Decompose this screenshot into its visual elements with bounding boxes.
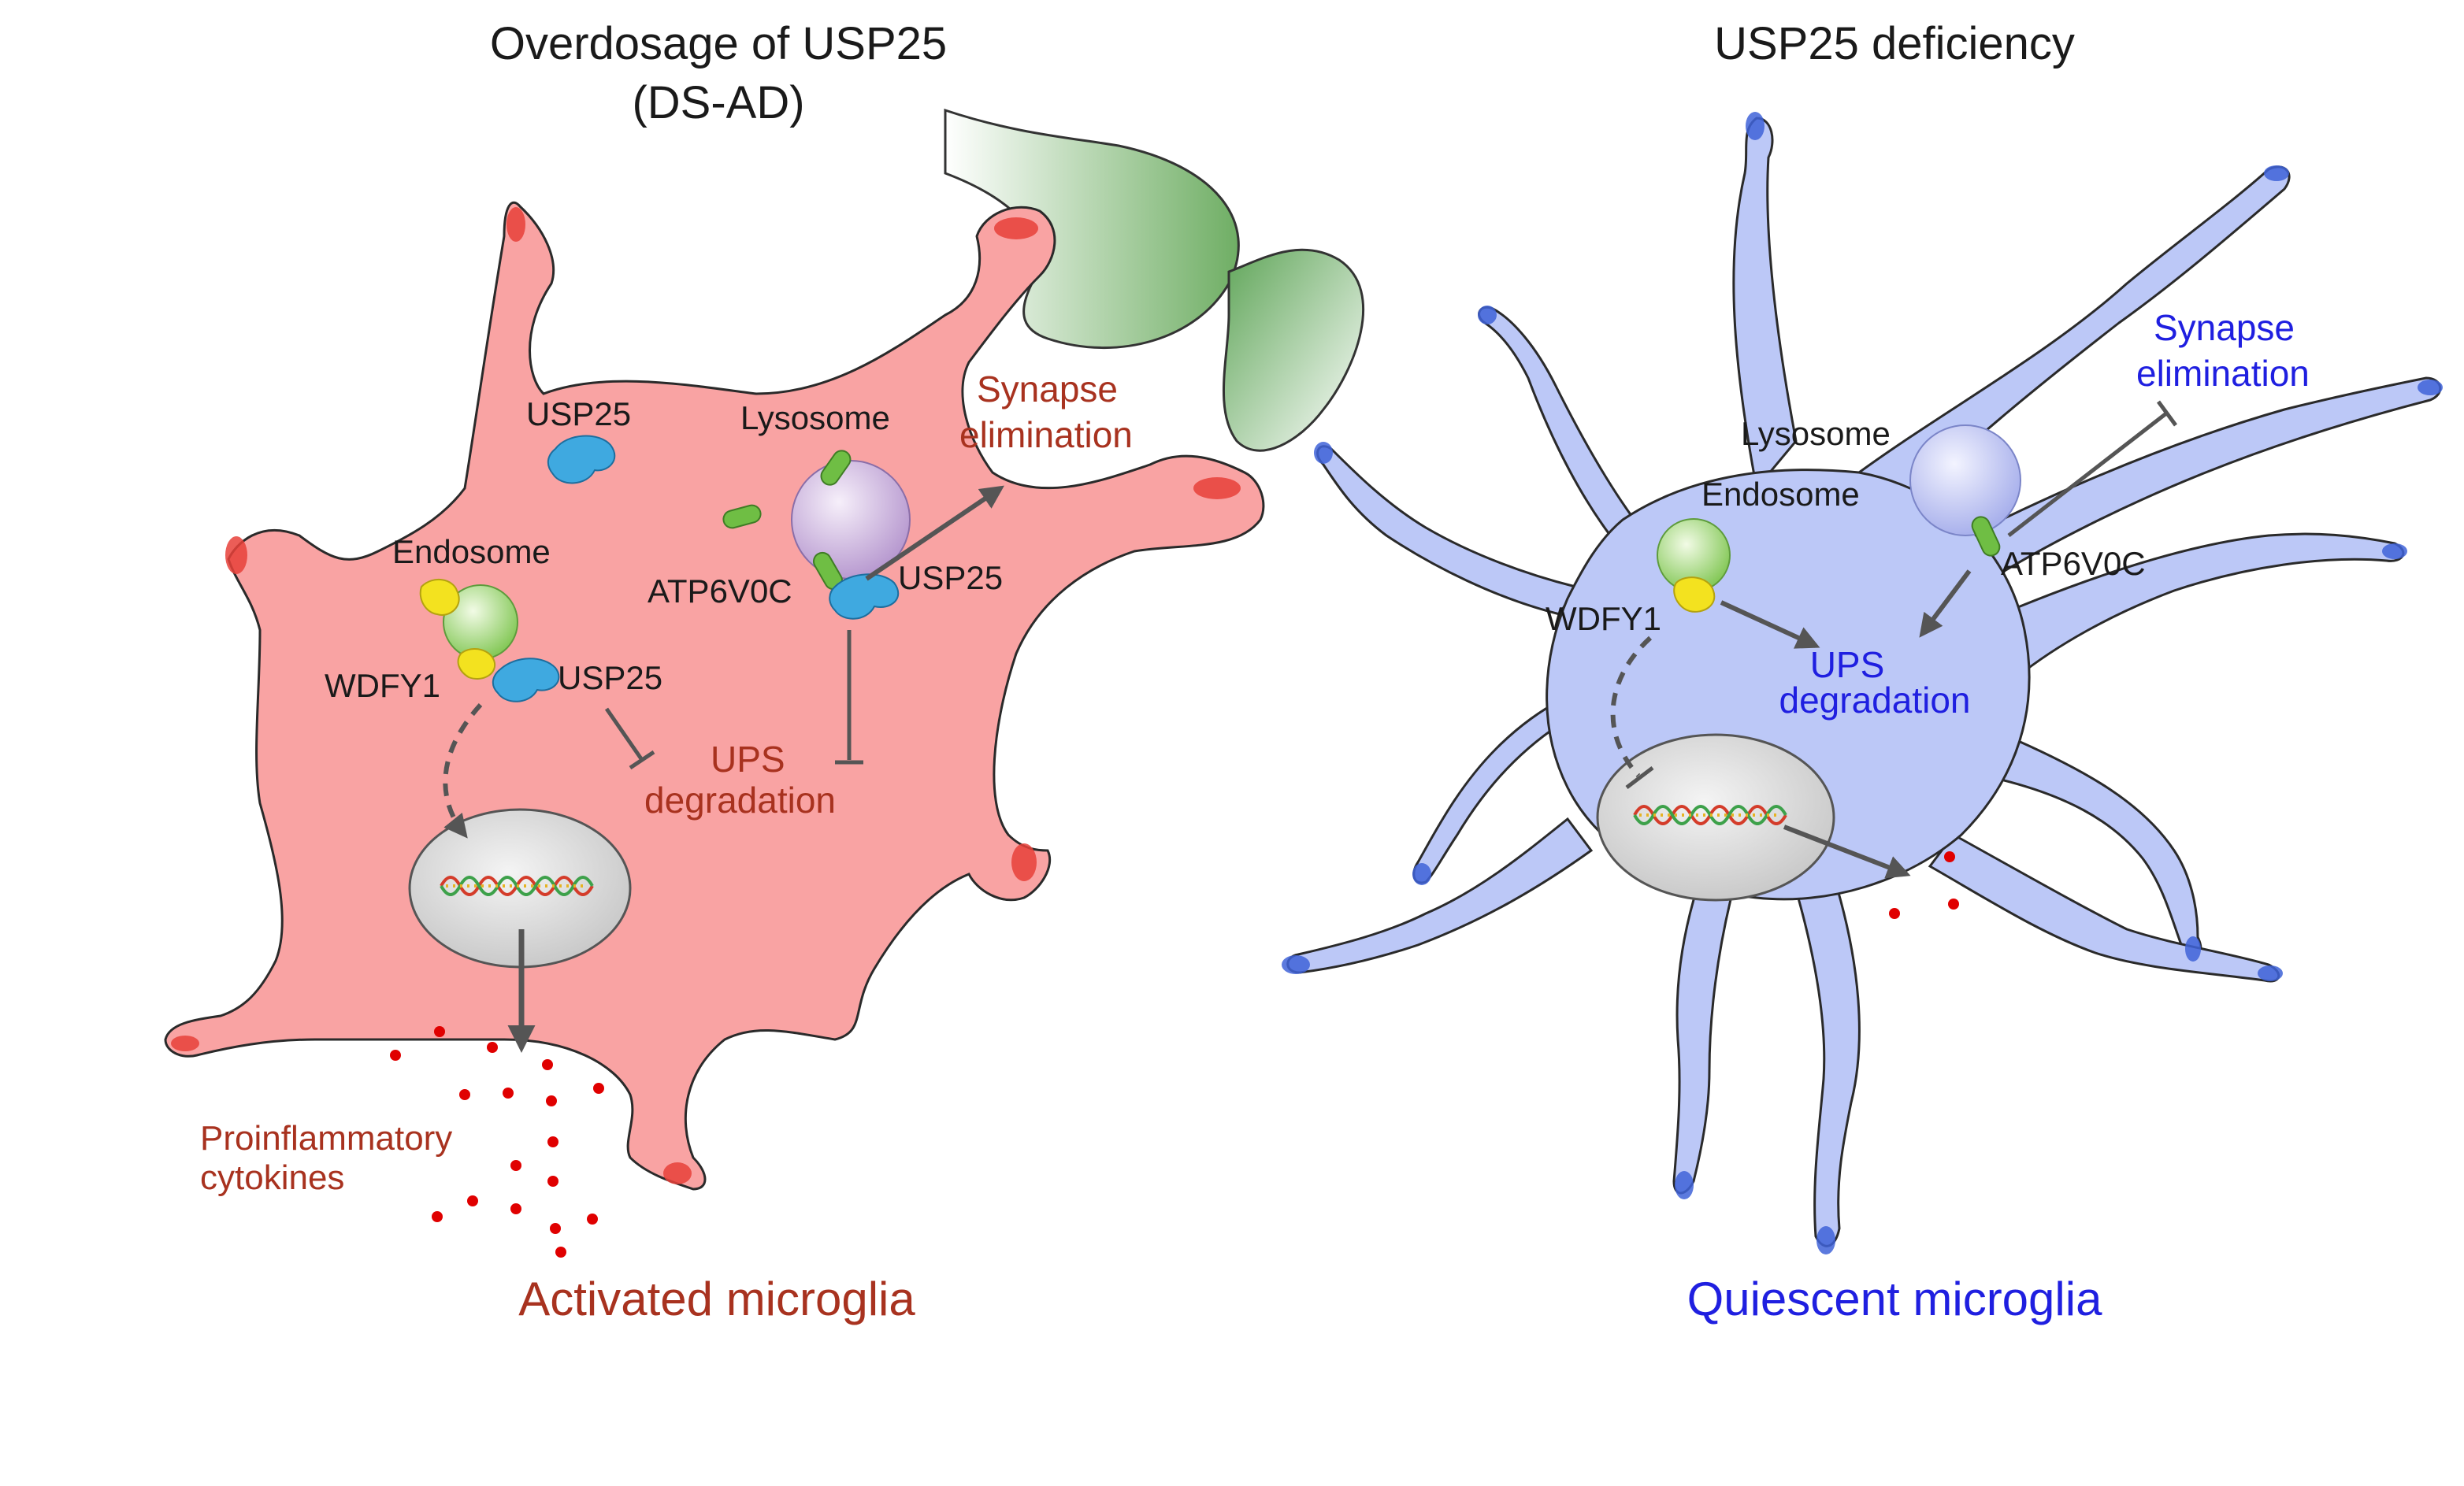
left-title-line1: Overdosage of USP25 [490, 18, 947, 69]
label-wdfy1: WDFY1 [1546, 600, 1661, 637]
label-usp25-free: USP25 [526, 395, 631, 432]
label-lysosome: Lysosome [740, 399, 890, 436]
label-cytokines-line1: Proinflammatory [200, 1119, 452, 1158]
cytokine-dots [1889, 851, 1959, 919]
inhibitor-bar [2156, 400, 2178, 427]
atp6v0c-inhibits-synapse [2007, 412, 2168, 537]
nucleus [1596, 733, 1835, 902]
label-ups-line1: UPS [711, 739, 785, 780]
inhibitor-bar [1625, 766, 1654, 789]
lysosome-to-synapse-arrow [865, 485, 1004, 581]
right-title: USP25 deficiency [1714, 18, 2075, 69]
process-tips [1282, 112, 2443, 1254]
label-cytokines-line2: cytokines [200, 1158, 344, 1197]
label-synapse-line1: Synapse [977, 369, 1118, 409]
wdfy1-protein [457, 648, 496, 680]
label-synapse-line2: elimination [2136, 353, 2310, 394]
atp6v0c-protein [820, 450, 852, 486]
wdfy1-protein [419, 579, 460, 616]
dna-helix-icon [1633, 805, 1787, 825]
quiescent-microglia-panel: USP25 deficiency Lysosome Endosome WDFY1… [1282, 18, 2443, 1325]
cytokine-dots [390, 1026, 604, 1258]
membrane-ruffles [171, 207, 1241, 1184]
label-atp6v0c: ATP6V0C [2001, 545, 2146, 582]
left-title-line2: (DS-AD) [632, 77, 804, 128]
label-wdfy1: WDFY1 [325, 667, 440, 704]
wdfy1-protein [1673, 576, 1716, 613]
synapse-terminal-2 [1222, 248, 1365, 452]
activated-microglia-panel: Overdosage of USP25 (DS-AD) USP25 Lysoso… [164, 18, 1365, 1325]
activated-caption: Activated microglia [518, 1273, 915, 1325]
label-endosome: Endosome [392, 533, 551, 570]
label-usp25-lysosome: USP25 [898, 559, 1003, 596]
label-synapse-line1: Synapse [2154, 307, 2295, 348]
atp6v0c-protein [722, 504, 762, 529]
endosome-to-ups-arrow [1720, 600, 1820, 649]
quiescent-caption: Quiescent microglia [1687, 1273, 2103, 1325]
nucleus-to-cytokines-arrow [1783, 825, 1911, 879]
usp25-protein [547, 435, 616, 484]
usp25-inhibits-ups-endosome [604, 707, 644, 762]
usp25-protein [492, 658, 560, 702]
endosome-to-nucleus-arrow [443, 702, 483, 839]
wdfy1-inhibits-nucleus [1610, 636, 1653, 778]
inhibitor-bar [629, 750, 655, 770]
label-atp6v0c: ATP6V0C [648, 573, 792, 610]
atp6v0c-protein [1971, 516, 2001, 557]
label-lysosome: Lysosome [1741, 415, 1891, 452]
label-synapse-line2: elimination [959, 414, 1133, 455]
atp6v0c-to-ups-arrow [1919, 569, 1972, 638]
label-ups-line2: degradation [644, 780, 836, 821]
lysosome [1909, 424, 2021, 536]
label-endosome: Endosome [1701, 476, 1860, 513]
label-ups-line1: UPS [1810, 644, 1885, 685]
dna-helix-icon [440, 876, 594, 896]
label-usp25-endosome: USP25 [558, 659, 662, 696]
label-ups-line2: degradation [1779, 680, 1971, 721]
